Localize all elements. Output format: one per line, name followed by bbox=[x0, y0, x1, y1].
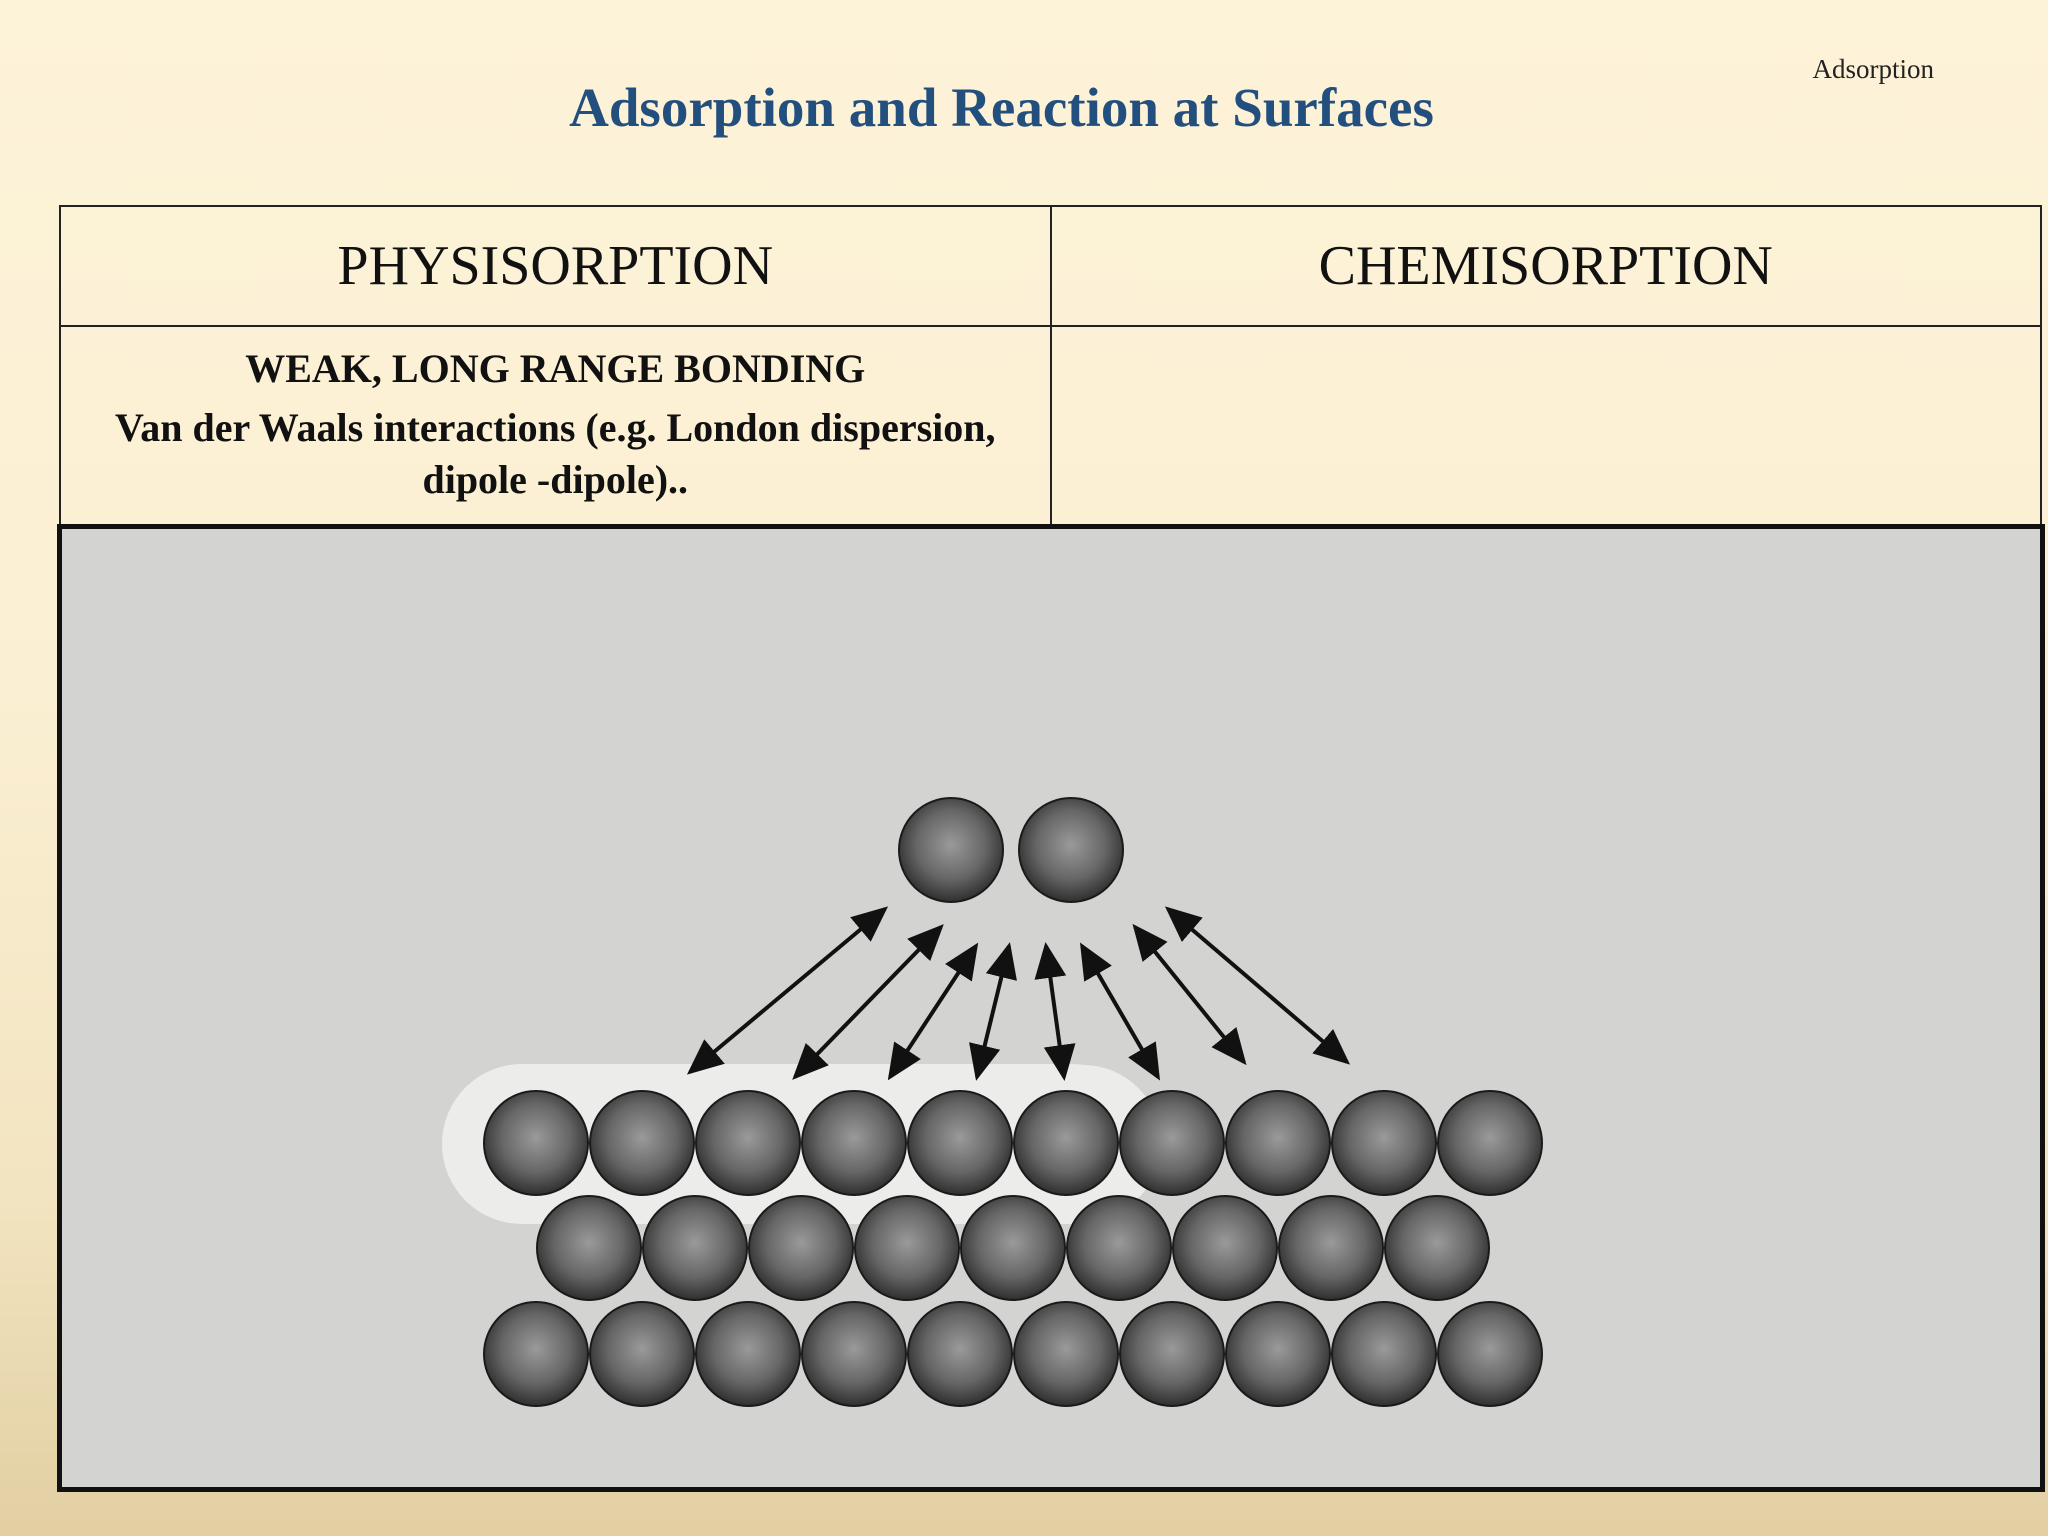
interaction-arrows bbox=[686, 906, 1351, 1081]
interaction-arrow bbox=[969, 942, 1017, 1081]
surface-atom bbox=[483, 1301, 589, 1407]
corner-label: Adsorption bbox=[1812, 54, 1935, 84]
physisorption-cell: WEAK, LONG RANGE BONDING Van der Waals i… bbox=[59, 325, 1052, 527]
interaction-arrow bbox=[1164, 906, 1351, 1065]
surface-atom bbox=[1013, 1090, 1119, 1196]
surface-atom bbox=[695, 1301, 801, 1407]
surface-atom bbox=[589, 1090, 695, 1196]
surface-atom bbox=[1119, 1090, 1225, 1196]
surface-atom bbox=[642, 1195, 748, 1301]
surface-atom bbox=[536, 1195, 642, 1301]
surface-atom bbox=[1119, 1301, 1225, 1407]
surface-atom bbox=[1331, 1090, 1437, 1196]
interaction-arrow bbox=[1079, 942, 1161, 1081]
interaction-arrow bbox=[686, 906, 889, 1075]
interaction-arrow bbox=[792, 924, 944, 1080]
adsorbate-atom bbox=[898, 797, 1004, 903]
diagram-canvas bbox=[442, 797, 1543, 1407]
surface-atom bbox=[1437, 1090, 1543, 1196]
surface-atom bbox=[483, 1090, 589, 1196]
physisorption-description: Van der Waals interactions (e.g. London … bbox=[114, 405, 996, 502]
surface-atom bbox=[907, 1301, 1013, 1407]
surface-atom bbox=[1225, 1090, 1331, 1196]
surface-atom bbox=[1225, 1301, 1331, 1407]
surface-atom bbox=[695, 1090, 801, 1196]
chemisorption-header: CHEMISORPTION bbox=[1049, 205, 2042, 327]
surface-lattice bbox=[483, 1090, 1543, 1407]
physisorption-bonding: WEAK, LONG RANGE BONDING bbox=[245, 346, 866, 391]
surface-atom bbox=[1278, 1195, 1384, 1301]
page-title: Adsorption and Reaction at Surfaces bbox=[569, 77, 1434, 138]
physisorption-header: PHYSISORPTION bbox=[59, 205, 1052, 327]
comparison-table: PHYSISORPTION CHEMISORPTION WEAK, LONG R… bbox=[59, 205, 2042, 527]
surface-atom bbox=[801, 1090, 907, 1196]
surface-atom bbox=[907, 1090, 1013, 1196]
interaction-arrow bbox=[1034, 942, 1076, 1081]
surface-atom bbox=[1013, 1301, 1119, 1407]
table-row: WEAK, LONG RANGE BONDING Van der Waals i… bbox=[59, 325, 2042, 527]
interaction-arrow bbox=[887, 942, 979, 1081]
surface-atom bbox=[1437, 1301, 1543, 1407]
surface-atom bbox=[854, 1195, 960, 1301]
chemisorption-cell bbox=[1049, 325, 2042, 527]
surface-atom bbox=[1066, 1195, 1172, 1301]
surface-atom bbox=[1172, 1195, 1278, 1301]
surface-atom bbox=[960, 1195, 1066, 1301]
surface-atom bbox=[801, 1301, 907, 1407]
table-header-row: PHYSISORPTION CHEMISORPTION bbox=[59, 205, 2042, 327]
adsorbate-atom bbox=[1018, 797, 1124, 903]
adsorbate-molecule bbox=[898, 797, 1124, 903]
surface-atom bbox=[1331, 1301, 1437, 1407]
surface-atom bbox=[1384, 1195, 1490, 1301]
surface-atom bbox=[589, 1301, 695, 1407]
surface-atom bbox=[748, 1195, 854, 1301]
physisorption-diagram bbox=[57, 524, 2045, 1492]
interaction-arrow bbox=[1132, 923, 1247, 1066]
